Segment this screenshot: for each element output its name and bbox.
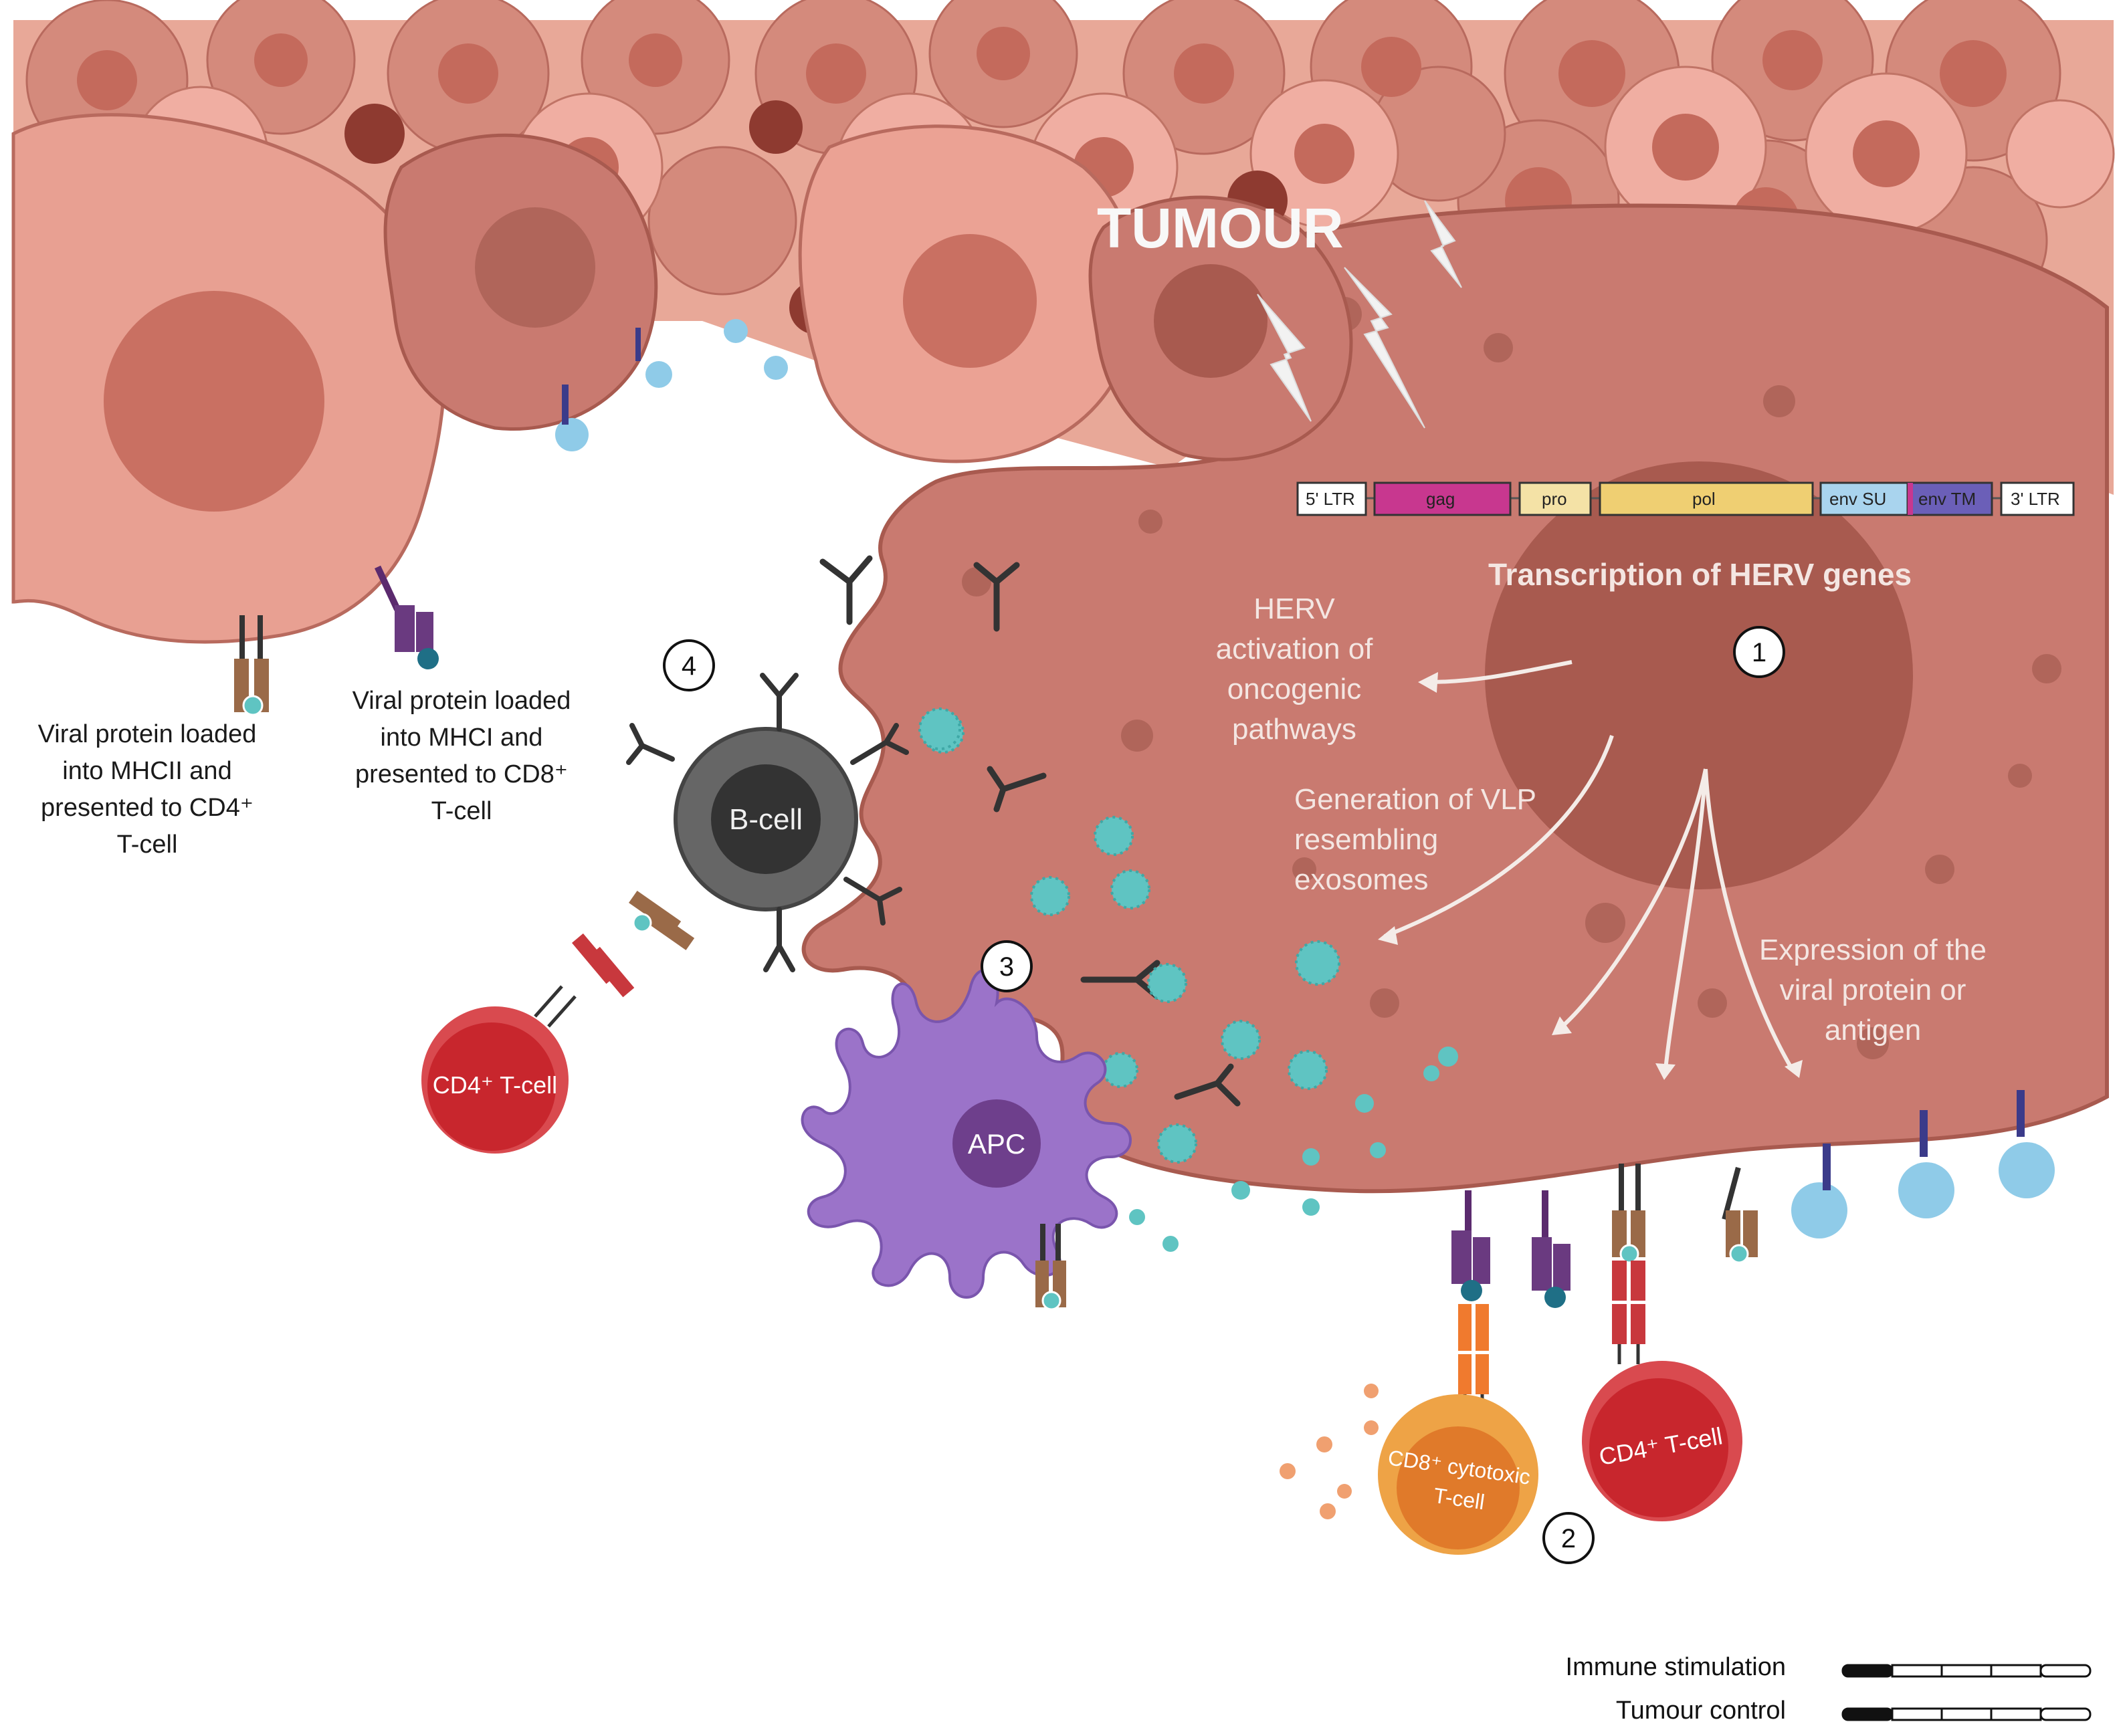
mhcii-line-2: into MHCII and: [62, 757, 231, 785]
mhcii-receptor-left: [234, 615, 269, 716]
genome-label-5ltr: 5' LTR: [1306, 489, 1355, 509]
mhcii-label: Viral protein loaded into MHCII and pres…: [38, 720, 257, 859]
genome-label-gag: gag: [1426, 489, 1455, 509]
vlp-line-1: Generation of VLP: [1294, 783, 1536, 816]
legend-segment: [1891, 1707, 1943, 1721]
step-3-label: 3: [999, 952, 1014, 982]
arrowheads: [1378, 672, 1803, 1080]
legend-bar-tumour: [1841, 1707, 2092, 1721]
tumour-mhci-receptors: [1451, 1190, 1571, 1308]
expression-line-1: Expression of the: [1759, 934, 1987, 966]
mhcii-line-1: Viral protein loaded: [38, 720, 257, 748]
genome-segment-env-tm: [1906, 481, 1993, 516]
herv-activation-line-1: HERV: [1253, 592, 1335, 625]
surface-antigens: [555, 319, 2055, 1238]
expression-line-3: antigen: [1825, 1014, 1921, 1047]
mhci-line-3: presented to CD8⁺: [355, 760, 568, 788]
stress-lightning-icon: [1257, 200, 1462, 429]
genome-label-pro: pro: [1542, 489, 1567, 509]
vlp-line-2: resembling: [1294, 823, 1438, 856]
genome-label-env-tm: env TM: [1918, 489, 1976, 509]
cd4-t-cell-right: CD4⁺ T-cell: [1582, 1261, 1742, 1521]
apc-mhcii: [1035, 1224, 1066, 1311]
legend-segment: [1841, 1707, 1894, 1721]
genome-segment-pro: [1518, 481, 1592, 516]
herv-activation-line-4: pathways: [1232, 713, 1356, 746]
legend-segment: [2039, 1664, 2092, 1678]
legend-segment: [1891, 1664, 1943, 1678]
genome-segment-3ltr: [2000, 481, 2075, 516]
herv-activation-line-2: activation of: [1216, 633, 1374, 665]
b-cell-label: B-cell: [729, 803, 803, 836]
mhci-line-2: into MHCI and: [381, 724, 543, 752]
legend-segment: [1990, 1707, 2042, 1721]
antibodies: [819, 555, 1241, 1107]
mhci-line-4: T-cell: [431, 797, 492, 825]
vlp-line-3: exosomes: [1294, 863, 1429, 896]
tumour-cell-left: [11, 113, 1353, 644]
mhci-line-1: Viral protein loaded: [352, 687, 571, 715]
genome-label-pol: pol: [1692, 489, 1716, 509]
step-1-label: 1: [1752, 638, 1766, 667]
genome-segment-pol: [1599, 481, 1814, 516]
step-1: 1: [1733, 626, 1785, 678]
apc-label: APC: [968, 1128, 1025, 1160]
genome-segment-5ltr: [1296, 481, 1367, 516]
tcr-left: [534, 933, 635, 1028]
transcription-label: Transcription of HERV genes: [1488, 557, 1912, 592]
legend-label-immune: Immune stimulation: [1566, 1653, 1786, 1681]
genome-segment-env-su: [1819, 481, 1909, 516]
legend-segment: [1990, 1664, 2042, 1678]
cd4-t-cell-left-label: CD4⁺ T-cell: [433, 1071, 557, 1099]
step-4-label: 4: [682, 651, 696, 681]
expression-label: Expression of the viral protein or antig…: [1759, 934, 1987, 1047]
genome-segment-gag: [1373, 481, 1512, 516]
legend-segment: [2039, 1707, 2092, 1721]
genome-label-3ltr: 3' LTR: [2011, 489, 2060, 509]
step-2: 2: [1542, 1512, 1595, 1564]
genome-label-env-su: env SU: [1829, 489, 1886, 509]
pathway-arrows: [1383, 660, 1795, 1071]
tumour-mhcii-receptors: [1612, 1164, 1758, 1264]
herv-genome: 5' LTR gag pro pol env SU env TM 3' LTR: [1296, 481, 2075, 516]
step-2-label: 2: [1561, 1524, 1576, 1553]
mhcii-line-4: T-cell: [117, 831, 178, 859]
mhci-label: Viral protein loaded into MHCI and prese…: [352, 687, 571, 825]
expression-line-2: viral protein or: [1780, 974, 1966, 1006]
mhcii-line-3: presented to CD4⁺: [41, 794, 254, 822]
legend-segment: [1841, 1664, 1894, 1678]
herv-activation-line-3: oncogenic: [1227, 673, 1362, 706]
cd4-t-cell-left: CD4⁺ T-cell: [421, 933, 635, 1154]
step-4: 4: [663, 639, 715, 691]
protein-fragments: [1129, 1047, 1458, 1252]
legend-segment: [1940, 1664, 1993, 1678]
legend-segment: [1940, 1707, 1993, 1721]
vlp-label: Generation of VLP resembling exosomes: [1294, 783, 1536, 896]
cytotoxic-granules: [1280, 1384, 1379, 1519]
apc: APC: [801, 969, 1132, 1311]
legend-bar-immune: [1841, 1664, 2092, 1678]
legend-label-tumour: Tumour control: [1616, 1697, 1786, 1725]
b-cell: B-cell: [626, 673, 961, 972]
bcell-mhcii: [629, 890, 695, 950]
diagram-title: TUMOUR: [1097, 197, 1344, 259]
step-3: 3: [981, 940, 1033, 992]
mhci-receptor-left: [375, 565, 439, 669]
cd8-t-cell: CD8⁺ cytotoxic T-cell: [1280, 1304, 1538, 1555]
legend: Immune stimulation Tumour control: [1566, 1653, 2092, 1725]
herv-activation-label: HERV activation of oncogenic pathways: [1216, 592, 1374, 746]
